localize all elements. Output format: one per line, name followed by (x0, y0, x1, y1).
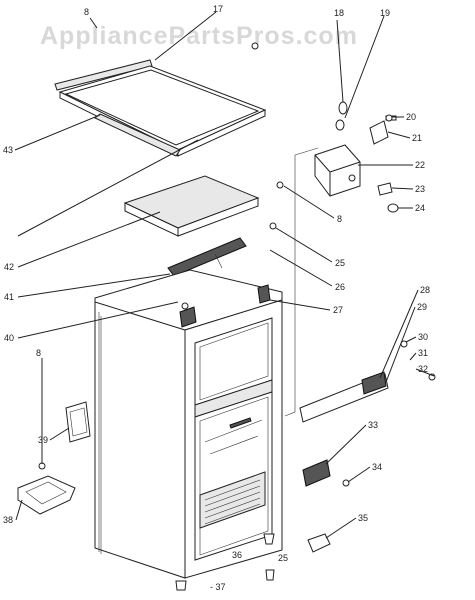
callout-8-left: 8 (36, 348, 41, 358)
callout-28: 28 (420, 285, 430, 295)
callout-8-mid: 8 (337, 214, 342, 224)
callout-29: 29 (417, 302, 427, 312)
callout-33: 33 (368, 420, 378, 430)
callout-8-top: 8 (84, 7, 89, 17)
callout-37: - 37 (210, 582, 226, 592)
callout-35: 35 (358, 513, 368, 523)
callout-27: 27 (333, 305, 343, 315)
callout-43: 43 (3, 145, 13, 155)
callout-36: 36 (232, 550, 242, 560)
callout-24: 24 (415, 203, 425, 213)
callout-18: 18 (334, 8, 344, 18)
callout-20: 20 (406, 112, 416, 122)
top-table-assembly (54, 59, 267, 157)
mount-plate (302, 459, 331, 487)
callout-25-bottom: 25 (278, 553, 288, 563)
callout-31: 31 (418, 348, 428, 358)
callout-30: 30 (418, 332, 428, 342)
hinge-cover-strip (167, 237, 247, 277)
trim-strip (299, 371, 389, 423)
glass-shelf (123, 175, 260, 237)
callout-40: 40 (4, 333, 14, 343)
callout-19: 19 (380, 8, 390, 18)
callout-26: 26 (335, 282, 345, 292)
callout-38: 38 (3, 515, 13, 525)
callout-39: 39 (38, 435, 48, 445)
control-box (276, 144, 399, 213)
callout-21: 21 (412, 133, 422, 143)
leveling-base (17, 475, 76, 515)
leader-lines (14, 11, 435, 539)
refrigerator-cabinet (94, 269, 283, 579)
callout-42: 42 (4, 262, 14, 272)
callout-32: 32 (418, 364, 428, 374)
bottom-hinge (307, 533, 331, 553)
callout-labels: 8 17 18 19 20 21 22 23 24 8 25 26 27 28 … (3, 4, 430, 592)
callout-22: 22 (415, 160, 425, 170)
callout-25-top: 25 (335, 258, 345, 268)
fasteners (38, 42, 436, 591)
callout-34: 34 (372, 462, 382, 472)
control-bracket-outline (284, 155, 296, 417)
thermostat-small-parts (335, 101, 397, 145)
side-bracket (65, 401, 91, 443)
callout-23: 23 (415, 184, 425, 194)
cabinet-back-edge (98, 312, 102, 554)
callout-41: 41 (4, 292, 14, 302)
watermark-text: AppliancePartsPros.com (40, 22, 358, 50)
callout-17: 17 (213, 4, 223, 14)
